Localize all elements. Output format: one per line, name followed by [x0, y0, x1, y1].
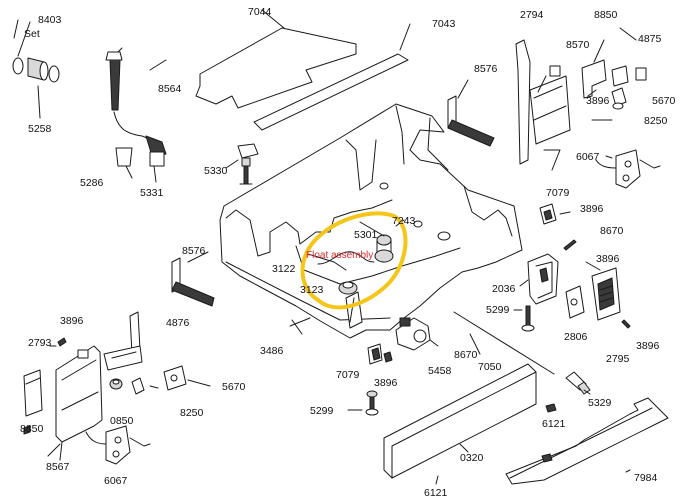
label-4875-top: 4875: [638, 33, 662, 45]
label-8564: 8564: [158, 83, 182, 95]
label-8250-top: 8250: [644, 115, 668, 127]
label-3896-right-mid: 3896: [580, 203, 604, 215]
label-8403: 8403: [38, 14, 62, 26]
label-5299-lower: 5299: [310, 405, 334, 417]
label-3896-center: 3896: [374, 377, 398, 389]
label-5331: 5331: [140, 187, 164, 199]
part-3896-screw-right: [621, 319, 631, 329]
part-7984-plate: [505, 397, 669, 485]
label-3122: 3122: [272, 263, 296, 275]
float-assembly: [307, 219, 405, 295]
label-7984: 7984: [634, 472, 658, 484]
label-5258: 5258: [28, 123, 52, 135]
part-8564-hose: [105, 51, 167, 183]
part-8403-clip-set: [12, 19, 60, 119]
label-7044: 7044: [248, 6, 272, 18]
label-2793: 2793: [28, 337, 52, 349]
label-5330: 5330: [204, 165, 228, 177]
label-8250-lower: 8250: [180, 407, 204, 419]
label-8570: 8570: [566, 39, 590, 51]
label-7079-center: 7079: [336, 369, 360, 381]
label-5301: 5301: [354, 229, 378, 241]
part-5330-screw: [237, 143, 259, 185]
label-5299-right: 5299: [486, 304, 510, 316]
part-5670-clip-lower: [131, 377, 145, 395]
label-5458: 5458: [428, 365, 452, 377]
label-6067-lower: 6067: [104, 475, 128, 487]
label-3486: 3486: [260, 345, 284, 357]
part-8570-bracket: [515, 39, 571, 171]
label-5286: 5286: [80, 177, 104, 189]
label-3896-top: 3896: [586, 95, 610, 107]
part-5329-foot: [565, 371, 591, 395]
part-8576-upper-bracket: [447, 95, 495, 147]
part-7044-cover: [195, 9, 357, 109]
part-7043-rail: [253, 23, 411, 131]
base-tub-3486: [219, 103, 523, 339]
label-8850-lower: 8850: [20, 423, 44, 435]
label-6067-top: 6067: [576, 151, 600, 163]
label-8567: 8567: [46, 461, 70, 473]
part-6067-switch-top: [595, 149, 661, 189]
label-3896-far-right: 3896: [636, 340, 660, 352]
label-6121-mid: 6121: [542, 418, 566, 430]
part-8250-switch-lower: [163, 365, 187, 391]
part-2036-housing: [527, 253, 559, 305]
part-2806-clip: [565, 285, 585, 319]
label-7079-right: 7079: [546, 187, 570, 199]
label-7050: 7050: [478, 361, 502, 373]
label-5670-lower: 5670: [222, 381, 246, 393]
label-5670-top: 5670: [652, 95, 676, 107]
part-2795-filter: [591, 267, 621, 321]
label-2795: 2795: [606, 353, 630, 365]
label-3123: 3123: [300, 284, 324, 296]
label-8850-top: 8850: [594, 9, 618, 21]
label-2794: 2794: [520, 9, 544, 21]
part-7050-rod: [453, 311, 555, 375]
highlight-ellipse: [300, 211, 408, 310]
label-5329: 5329: [588, 397, 612, 409]
part-5670-clip: [611, 87, 627, 110]
part-labels: 8403 Set 5258 8564 5286 5331 7044 7043 5…: [20, 6, 676, 499]
float-assembly-annotation: Float assembly: [306, 250, 373, 261]
part-7079-clip-center: [367, 343, 393, 365]
label-8576-top: 8576: [474, 63, 498, 75]
part-5299-foot-lower: [365, 390, 379, 416]
part-2793-guide: [23, 369, 43, 417]
part-3896-screw-left: [23, 337, 67, 435]
part-0320-kickplate: [383, 363, 537, 479]
label-4876: 4876: [166, 317, 190, 329]
part-7079-clip-right: [539, 203, 571, 225]
part-8567-bracket: [55, 345, 103, 461]
label-8670-right: 8670: [600, 225, 624, 237]
label-6121-bottom: 6121: [424, 487, 448, 499]
part-6121-screws: [541, 403, 557, 463]
label-set: Set: [24, 28, 40, 40]
part-5299-foot-right: [521, 305, 535, 332]
label-0320: 0320: [460, 452, 484, 464]
label-2036: 2036: [492, 283, 516, 295]
label-8576-left: 8576: [182, 245, 206, 257]
label-7243: 7243: [392, 215, 416, 227]
part-8576-lower-bracket: [171, 257, 215, 307]
part-4876-bracket: [103, 311, 143, 371]
part-4875-bracket: [581, 27, 647, 99]
part-8670-screw: [563, 239, 577, 251]
part-0850-cap: [109, 378, 123, 390]
label-7043: 7043: [432, 18, 456, 30]
part-6067-switch-lower: [85, 425, 151, 465]
part-5458-valve: [395, 317, 439, 351]
label-2806: 2806: [564, 331, 588, 343]
label-8670-center: 8670: [454, 349, 478, 361]
label-0850: 0850: [110, 415, 134, 427]
leader-lines: [47, 47, 631, 485]
label-3896-left: 3896: [60, 315, 84, 327]
label-3896-right-switch: 3896: [596, 253, 620, 265]
